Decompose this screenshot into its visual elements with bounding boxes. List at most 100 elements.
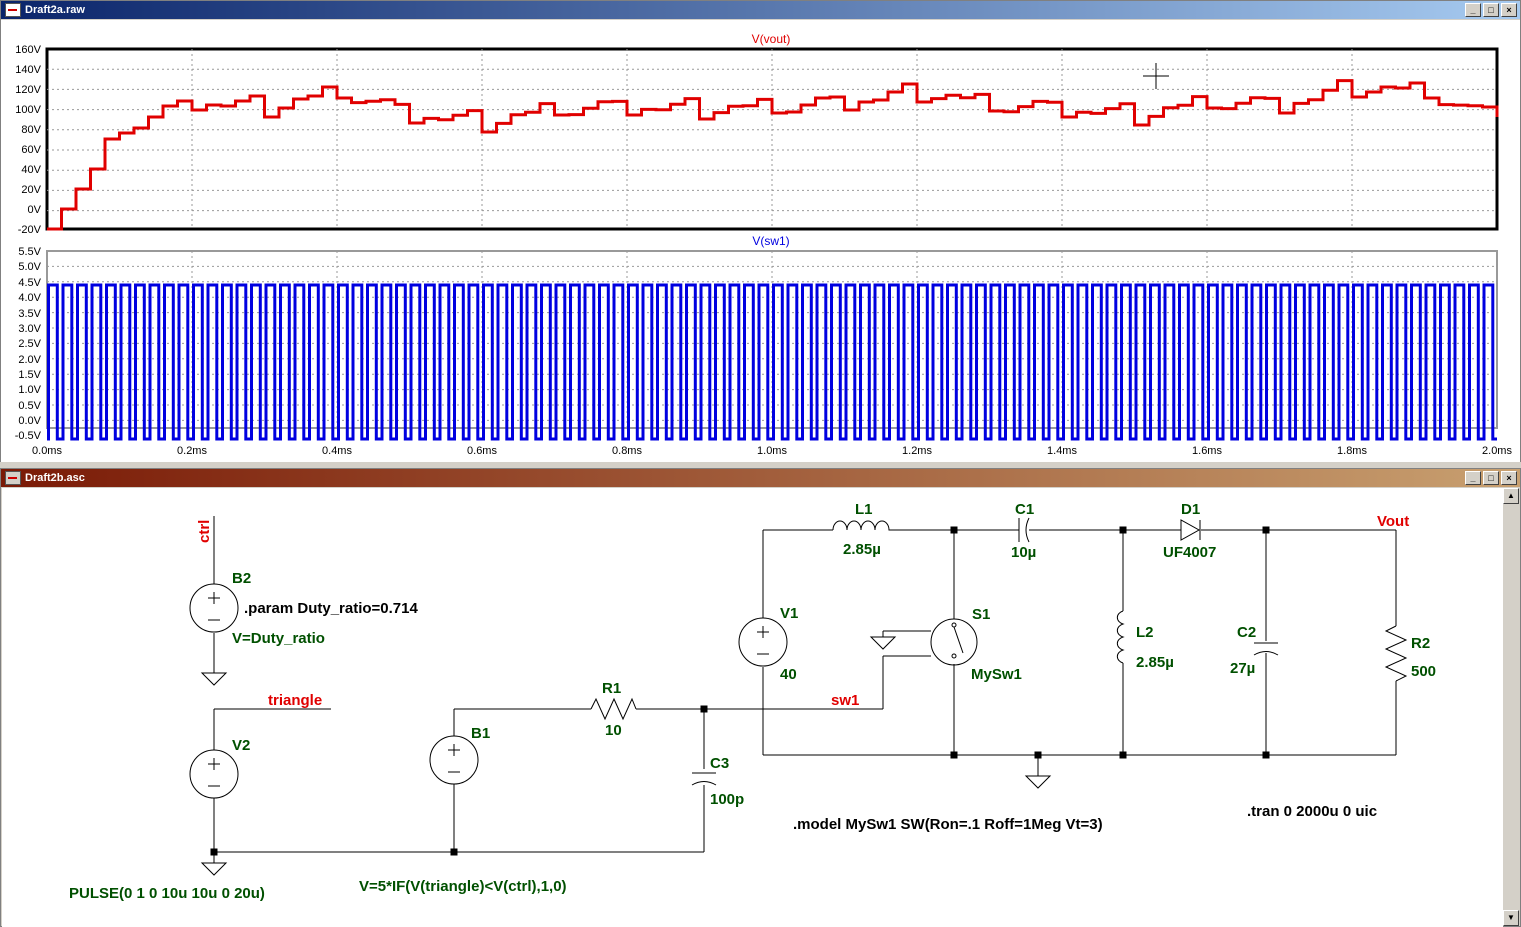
sw1-ytick: 5.5V: [18, 246, 41, 258]
xtick: 0.8ms: [612, 445, 642, 457]
vout-ytick: 0V: [28, 204, 42, 216]
r1-resistor-icon[interactable]: [590, 697, 637, 721]
close-button[interactable]: ×: [1501, 3, 1517, 17]
schematic-window[interactable]: Draft2b.asc _ □ × ▲ ▼: [0, 468, 1521, 927]
waveform-titlebar[interactable]: Draft2a.raw _ □ ×: [1, 1, 1520, 19]
c2-capacitor-icon[interactable]: [1253, 642, 1279, 656]
waveform-window-title: Draft2a.raw: [25, 4, 85, 16]
b2-source-icon[interactable]: [189, 583, 239, 633]
ground-icon: [200, 862, 228, 876]
vout-ytick: 60V: [21, 144, 41, 156]
c2-ref-label[interactable]: C2: [1237, 624, 1256, 641]
c3-value-label[interactable]: 100p: [710, 791, 744, 808]
sw1-trace-label[interactable]: V(sw1): [752, 234, 789, 248]
l1-inductor-icon[interactable]: [832, 520, 896, 531]
r1-ref-label[interactable]: R1: [602, 680, 621, 697]
net-label-triangle[interactable]: triangle: [268, 692, 322, 709]
c3-ref-label[interactable]: C3: [710, 755, 729, 772]
xtick: 2.0ms: [1482, 445, 1512, 457]
vout-trace-label[interactable]: V(vout): [752, 32, 791, 46]
vout-ytick: 100V: [15, 104, 41, 116]
vout-ytick: 20V: [21, 184, 41, 196]
scroll-down-arrow-icon[interactable]: ▼: [1503, 910, 1519, 926]
d1-value-label[interactable]: UF4007: [1163, 544, 1216, 561]
sw1-ytick: 2.0V: [18, 354, 41, 366]
l1-value-label[interactable]: 2.85µ: [843, 541, 881, 558]
waveform-window[interactable]: Draft2a.raw _ □ × V(vout) 160V 140V 120V…: [0, 0, 1521, 462]
schematic-canvas[interactable]: ctrl B2 .param Duty_ratio=0.714 V=Duty_r…: [2, 488, 1503, 927]
vertical-scrollbar[interactable]: ▲ ▼: [1502, 488, 1519, 926]
net-label-vout[interactable]: Vout: [1377, 513, 1409, 530]
minimize-button[interactable]: _: [1465, 3, 1481, 17]
b2-value-label[interactable]: V=Duty_ratio: [232, 630, 325, 647]
maximize-button[interactable]: □: [1483, 3, 1499, 17]
vout-ytick: 160V: [15, 44, 41, 56]
vout-ytick: 120V: [15, 84, 41, 96]
r2-resistor-icon[interactable]: [1384, 625, 1408, 682]
sw1-y-ticks: 5.5V 5.0V 4.5V 4.0V 3.5V 3.0V 2.5V 2.0V …: [15, 246, 42, 442]
sw1-ytick: 1.5V: [18, 369, 41, 381]
sw1-ytick: 3.5V: [18, 308, 41, 320]
net-label-ctrl[interactable]: ctrl: [196, 520, 213, 543]
close-button[interactable]: ×: [1501, 471, 1517, 485]
tran-directive[interactable]: .tran 0 2000u 0 uic: [1247, 803, 1377, 820]
xtick: 1.2ms: [902, 445, 932, 457]
d1-diode-icon[interactable]: [1179, 519, 1201, 541]
schematic-window-title: Draft2b.asc: [25, 472, 85, 484]
vout-grid: [47, 49, 1497, 229]
wires: [213, 516, 1397, 863]
sw1-ytick: 5.0V: [18, 261, 41, 273]
l2-ref-label[interactable]: L2: [1136, 624, 1154, 641]
vout-pane[interactable]: V(vout) 160V 140V 120V 100V 80V 60V 40V …: [15, 32, 1499, 236]
c1-capacitor-icon[interactable]: [1018, 517, 1030, 543]
v2-source-icon[interactable]: [189, 749, 239, 799]
c1-ref-label[interactable]: C1: [1015, 501, 1034, 518]
sw1-ytick: 0.5V: [18, 400, 41, 412]
s1-model-label[interactable]: MySw1: [971, 666, 1022, 683]
sw1-pane[interactable]: V(sw1) 5.5V 5.0V 4.5V 4.0V 3.5V 3.0V 2.5…: [15, 234, 1498, 442]
b1-ref-label[interactable]: B1: [471, 725, 490, 742]
l2-inductor-icon[interactable]: [1116, 610, 1125, 664]
sw1-trace[interactable]: [47, 283, 1497, 441]
b1-value-label[interactable]: V=5*IF(V(triangle)<V(ctrl),1,0): [359, 878, 567, 895]
xtick: 0.6ms: [467, 445, 497, 457]
vout-ytick: -20V: [18, 224, 42, 236]
sw1-ytick: 2.5V: [18, 338, 41, 350]
xtick: 1.8ms: [1337, 445, 1367, 457]
minimize-button[interactable]: _: [1465, 471, 1481, 485]
schematic-window-icon: [5, 471, 21, 485]
v1-ref-label[interactable]: V1: [780, 605, 798, 622]
model-directive[interactable]: .model MySw1 SW(Ron=.1 Roff=1Meg Vt=3): [793, 816, 1103, 833]
net-label-sw1[interactable]: sw1: [831, 692, 859, 709]
maximize-button[interactable]: □: [1483, 471, 1499, 485]
r2-value-label[interactable]: 500: [1411, 663, 1436, 680]
xtick: 1.0ms: [757, 445, 787, 457]
b2-ref-label[interactable]: B2: [232, 570, 251, 587]
l1-ref-label[interactable]: L1: [855, 501, 873, 518]
vout-ytick: 40V: [21, 164, 41, 176]
scroll-up-arrow-icon[interactable]: ▲: [1503, 488, 1519, 504]
l2-value-label[interactable]: 2.85µ: [1136, 654, 1174, 671]
crosshair-cursor: [1143, 63, 1169, 89]
waveform-plot-area[interactable]: V(vout) 160V 140V 120V 100V 80V 60V 40V …: [1, 20, 1520, 462]
schematic-titlebar[interactable]: Draft2b.asc _ □ ×: [1, 469, 1520, 487]
vout-trace[interactable]: [47, 79, 1499, 231]
sw1-ytick: 3.0V: [18, 323, 41, 335]
s1-ref-label[interactable]: S1: [972, 606, 990, 623]
v2-ref-label[interactable]: V2: [232, 737, 250, 754]
v2-value-label[interactable]: PULSE(0 1 0 10u 10u 0 20u): [69, 885, 265, 902]
s1-switch-icon[interactable]: [930, 618, 978, 666]
waveform-window-icon: [5, 3, 21, 17]
c3-capacitor-icon[interactable]: [691, 772, 717, 786]
c1-value-label[interactable]: 10µ: [1011, 544, 1036, 561]
d1-ref-label[interactable]: D1: [1181, 501, 1200, 518]
c2-value-label[interactable]: 27µ: [1230, 660, 1255, 677]
v1-source-icon[interactable]: [738, 617, 788, 667]
r1-value-label[interactable]: 10: [605, 722, 622, 739]
sw1-ytick: 1.0V: [18, 384, 41, 396]
xtick: 1.4ms: [1047, 445, 1077, 457]
b1-source-icon[interactable]: [429, 735, 479, 785]
r2-ref-label[interactable]: R2: [1411, 635, 1430, 652]
v1-value-label[interactable]: 40: [780, 666, 797, 683]
param-directive[interactable]: .param Duty_ratio=0.714: [244, 600, 418, 617]
